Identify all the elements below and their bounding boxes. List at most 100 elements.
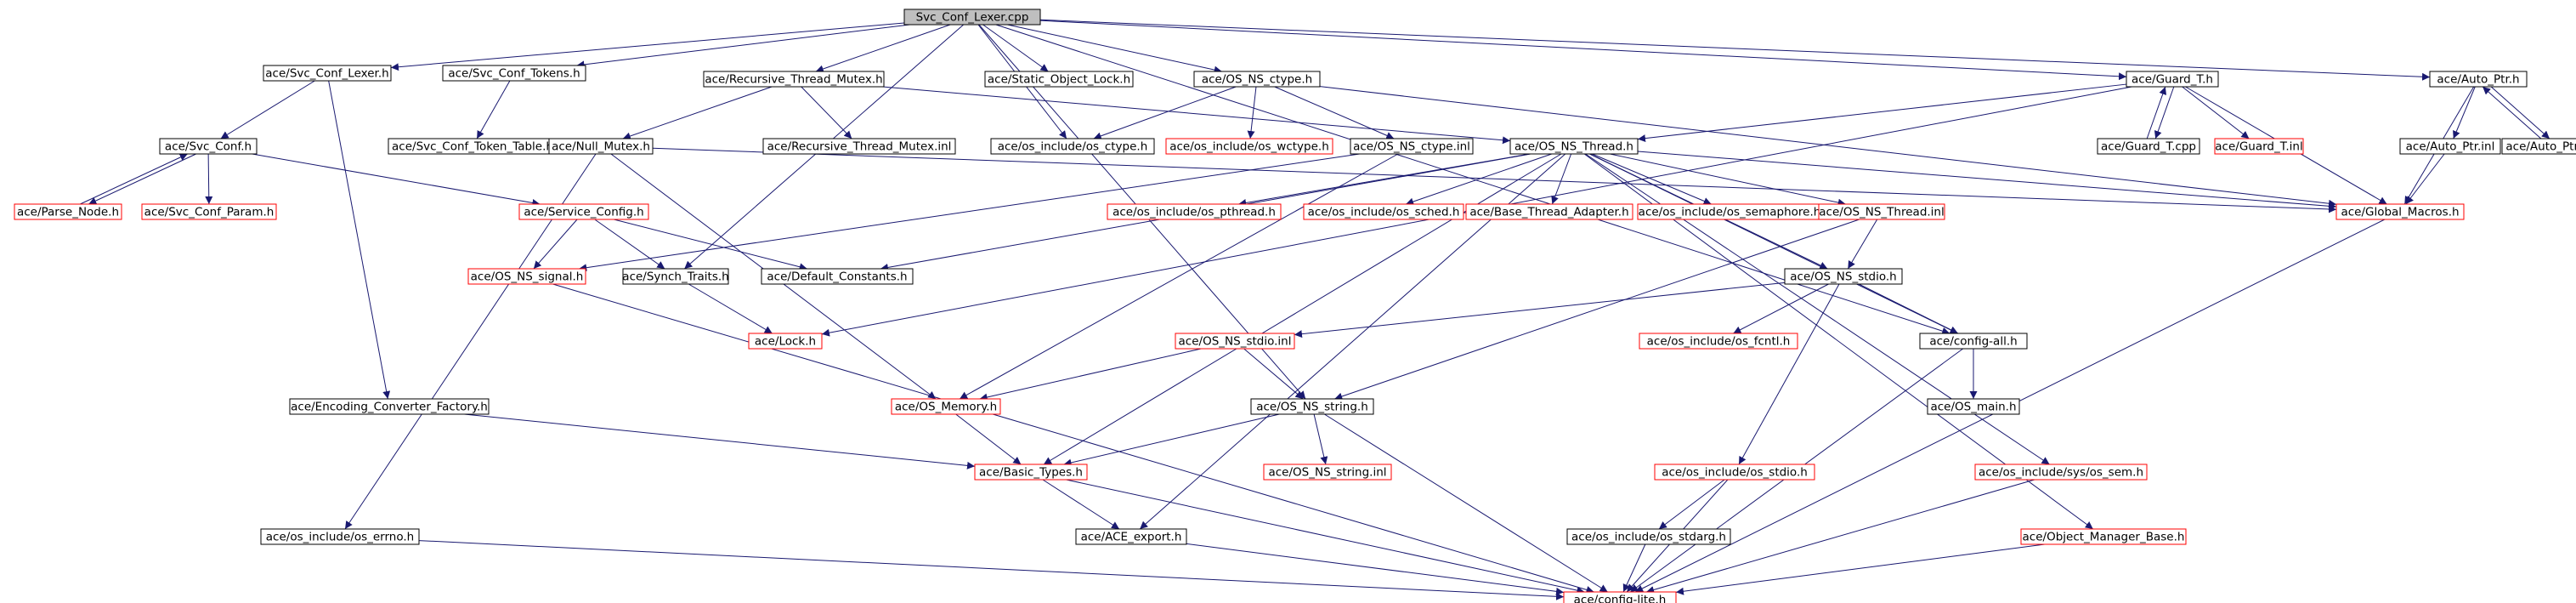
node-basic_types_h[interactable]: ace/Basic_Types.h: [974, 464, 1088, 481]
node-parse_node_h[interactable]: ace/Parse_Node.h: [14, 203, 122, 220]
node-box[interactable]: [2501, 138, 2576, 155]
node-os_ns_string_h[interactable]: ace/OS_NS_string.h: [1250, 398, 1374, 415]
node-auto_ptr_cpp[interactable]: ace/Auto_Ptr.cpp: [2501, 138, 2576, 155]
node-box[interactable]: [622, 268, 729, 285]
node-os_main_h[interactable]: ace/OS_main.h: [1927, 398, 2020, 415]
node-global_macros_h[interactable]: ace/Global_Macros.h: [2335, 203, 2465, 220]
node-guard_t_cpp[interactable]: ace/Guard_T.cpp: [2097, 138, 2200, 155]
node-guard_t_h[interactable]: ace/Guard_T.h: [2126, 71, 2219, 88]
node-box[interactable]: [1465, 203, 1633, 220]
node-box[interactable]: [1818, 203, 1945, 220]
node-base_thread_adapter_h[interactable]: ace/Base_Thread_Adapter.h: [1465, 203, 1633, 220]
node-synch_traits_h[interactable]: ace/Synch_Traits.h: [622, 268, 729, 285]
node-box[interactable]: [1919, 333, 2028, 350]
node-box[interactable]: [1639, 333, 1798, 350]
node-os_include_os_stdio_h[interactable]: ace/os_include/os_stdio.h: [1654, 464, 1815, 481]
node-box[interactable]: [1193, 71, 1321, 88]
node-lock_h[interactable]: ace/Lock.h: [748, 333, 823, 350]
node-box[interactable]: [1563, 591, 1677, 603]
edge-svc_conf_h-to-parse_node_h: [88, 153, 196, 205]
node-svc_conf_lexer_h[interactable]: ace/Svc_Conf_Lexer.h: [263, 65, 392, 82]
node-static_object_lock_h[interactable]: ace/Static_Object_Lock.h: [984, 71, 1134, 88]
node-box[interactable]: [1784, 268, 1903, 285]
node-config_all_h[interactable]: ace/config-all.h: [1919, 333, 2028, 350]
node-box[interactable]: [467, 268, 586, 285]
node-svc_conf_h[interactable]: ace/Svc_Conf.h: [159, 138, 258, 155]
node-os_include_os_ctype_h[interactable]: ace/os_include/os_ctype.h: [990, 138, 1155, 155]
node-os_ns_signal_h[interactable]: ace/OS_NS_signal.h: [467, 268, 586, 285]
node-box[interactable]: [1974, 464, 2148, 481]
node-box[interactable]: [748, 333, 823, 350]
node-box[interactable]: [1350, 138, 1474, 155]
node-label: ace/OS_main.h: [1930, 401, 2016, 414]
node-os_ns_thread_inl[interactable]: ace/OS_NS_Thread.inl: [1818, 203, 1945, 220]
node-box[interactable]: [990, 138, 1155, 155]
node-box[interactable]: [518, 203, 649, 220]
node-os_include_os_stdarg_h[interactable]: ace/os_include/os_stdarg.h: [1566, 528, 1731, 545]
node-box[interactable]: [141, 203, 277, 220]
node-null_mutex_h[interactable]: ace/Null_Mutex.h: [548, 138, 654, 155]
node-os_include_os_semaphore_h[interactable]: ace/os_include/os_semaphore.h: [1637, 203, 1822, 220]
node-box[interactable]: [1107, 203, 1282, 220]
node-os_ns_stdio_h[interactable]: ace/OS_NS_stdio.h: [1784, 268, 1903, 285]
node-box[interactable]: [703, 71, 885, 88]
node-svc_conf_param_h[interactable]: ace/Svc_Conf_Param.h: [141, 203, 277, 220]
node-auto_ptr_inl[interactable]: ace/Auto_Ptr.inl: [2399, 138, 2501, 155]
node-os_memory_h[interactable]: ace/OS_Memory.h: [891, 398, 1001, 415]
node-guard_t_inl[interactable]: ace/Guard_T.inl: [2214, 138, 2304, 155]
node-box[interactable]: [2335, 203, 2465, 220]
node-box[interactable]: [1654, 464, 1815, 481]
node-os_include_os_pthread_h[interactable]: ace/os_include/os_pthread.h: [1107, 203, 1282, 220]
node-svc_conf_token_table_h[interactable]: ace/Svc_Conf_Token_Table.h: [388, 138, 558, 155]
node-box[interactable]: [2020, 528, 2187, 545]
node-os_include_os_errno_h[interactable]: ace/os_include/os_errno.h: [260, 528, 420, 545]
node-box[interactable]: [761, 268, 914, 285]
node-box[interactable]: [891, 398, 1001, 415]
node-default_constants_h[interactable]: ace/Default_Constants.h: [761, 268, 914, 285]
node-box[interactable]: [2126, 71, 2219, 88]
node-box[interactable]: [442, 65, 586, 82]
node-os_ns_stdio_inl[interactable]: ace/OS_NS_stdio.inl: [1175, 333, 1295, 350]
node-box[interactable]: [2429, 71, 2528, 88]
node-os_include_os_fcntl_h[interactable]: ace/os_include/os_fcntl.h: [1639, 333, 1798, 350]
node-box[interactable]: [263, 65, 392, 82]
node-box[interactable]: [1250, 398, 1374, 415]
node-auto_ptr_h[interactable]: ace/Auto_Ptr.h: [2429, 71, 2528, 88]
node-box[interactable]: [2399, 138, 2501, 155]
node-recursive_thread_mutex_h[interactable]: ace/Recursive_Thread_Mutex.h: [703, 71, 885, 88]
node-box[interactable]: [548, 138, 654, 155]
node-box[interactable]: [1263, 464, 1392, 481]
node-svc_conf_tokens_h[interactable]: ace/Svc_Conf_Tokens.h: [442, 65, 586, 82]
node-box[interactable]: [1075, 528, 1187, 545]
node-os_include_os_sched_h[interactable]: ace/os_include/os_sched.h: [1303, 203, 1464, 220]
node-box[interactable]: [289, 398, 490, 415]
node-os_include_sys_os_sem_h[interactable]: ace/os_include/sys/os_sem.h: [1974, 464, 2148, 481]
node-root[interactable]: Svc_Conf_Lexer.cpp: [903, 9, 1041, 26]
node-recursive_thread_mutex_inl[interactable]: ace/Recursive_Thread_Mutex.inl: [762, 138, 956, 155]
node-os_include_os_wctype_h[interactable]: ace/os_include/os_wctype.h: [1165, 138, 1333, 155]
node-box[interactable]: [984, 71, 1134, 88]
node-box[interactable]: [1509, 138, 1639, 155]
node-box[interactable]: [762, 138, 956, 155]
node-os_ns_ctype_inl[interactable]: ace/OS_NS_ctype.inl: [1350, 138, 1474, 155]
node-box[interactable]: [1303, 203, 1464, 220]
node-box[interactable]: [1566, 528, 1731, 545]
node-encoding_converter_factory_h[interactable]: ace/Encoding_Converter_Factory.h: [289, 398, 490, 415]
node-box[interactable]: [2214, 138, 2304, 155]
node-box[interactable]: [974, 464, 1088, 481]
node-os_ns_ctype_h[interactable]: ace/OS_NS_ctype.h: [1193, 71, 1321, 88]
node-object_manager_base_h[interactable]: ace/Object_Manager_Base.h: [2020, 528, 2187, 545]
node-box[interactable]: [1165, 138, 1333, 155]
node-box[interactable]: [1175, 333, 1295, 350]
node-box[interactable]: [1927, 398, 2020, 415]
node-ace_export_h[interactable]: ace/ACE_export.h: [1075, 528, 1187, 545]
node-box[interactable]: [14, 203, 122, 220]
node-os_ns_thread_h[interactable]: ace/OS_NS_Thread.h: [1509, 138, 1639, 155]
node-box[interactable]: [903, 9, 1041, 26]
node-box[interactable]: [260, 528, 420, 545]
node-os_ns_string_inl[interactable]: ace/OS_NS_string.inl: [1263, 464, 1392, 481]
node-config_lite_h[interactable]: ace/config-lite.h: [1563, 591, 1677, 603]
node-service_config_h[interactable]: ace/Service_Config.h: [518, 203, 649, 220]
node-box[interactable]: [2097, 138, 2200, 155]
node-box[interactable]: [159, 138, 258, 155]
